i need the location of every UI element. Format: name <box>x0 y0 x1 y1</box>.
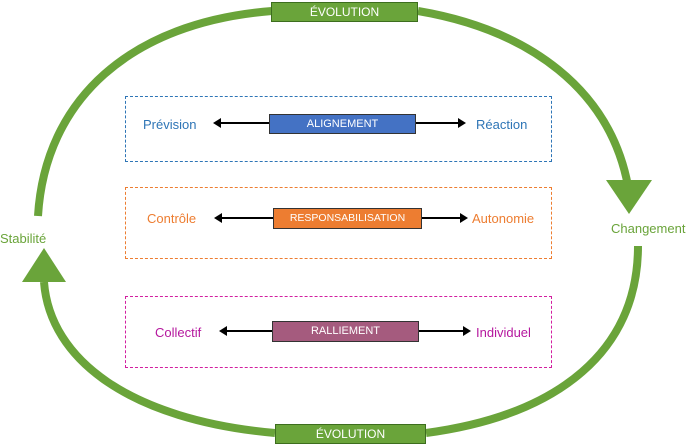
cycle-arc-top-right <box>417 7 632 187</box>
reaction-label: Réaction <box>476 117 528 132</box>
change-label: Changement <box>611 221 686 236</box>
evolution-label-top: ÉVOLUTION <box>271 2 418 22</box>
cycle-arrowhead-left <box>22 248 66 282</box>
evolution-label-bottom: ÉVOLUTION <box>275 424 426 444</box>
responsibility-box: RESPONSABILISATION <box>273 208 422 229</box>
stability-label: Stabilité <box>0 231 47 246</box>
alignment-panel <box>125 96 552 162</box>
cycle-arrowhead-right <box>606 180 652 214</box>
prevision-label: Prévision <box>143 117 197 132</box>
controle-label: Contrôle <box>147 211 197 226</box>
rallying-box: RALLIEMENT <box>272 321 419 342</box>
rallying-panel <box>125 296 552 368</box>
cycle-arc-bottom-left <box>40 281 276 437</box>
responsibility-panel <box>125 187 552 259</box>
individuel-label: Individuel <box>476 325 531 340</box>
autonomie-label: Autonomie <box>472 211 535 226</box>
collectif-label: Collectif <box>155 325 202 340</box>
alignment-box: ALIGNEMENT <box>269 114 416 134</box>
cycle-arc-top-left <box>34 7 273 217</box>
cycle-arc-bottom-right <box>425 245 642 437</box>
